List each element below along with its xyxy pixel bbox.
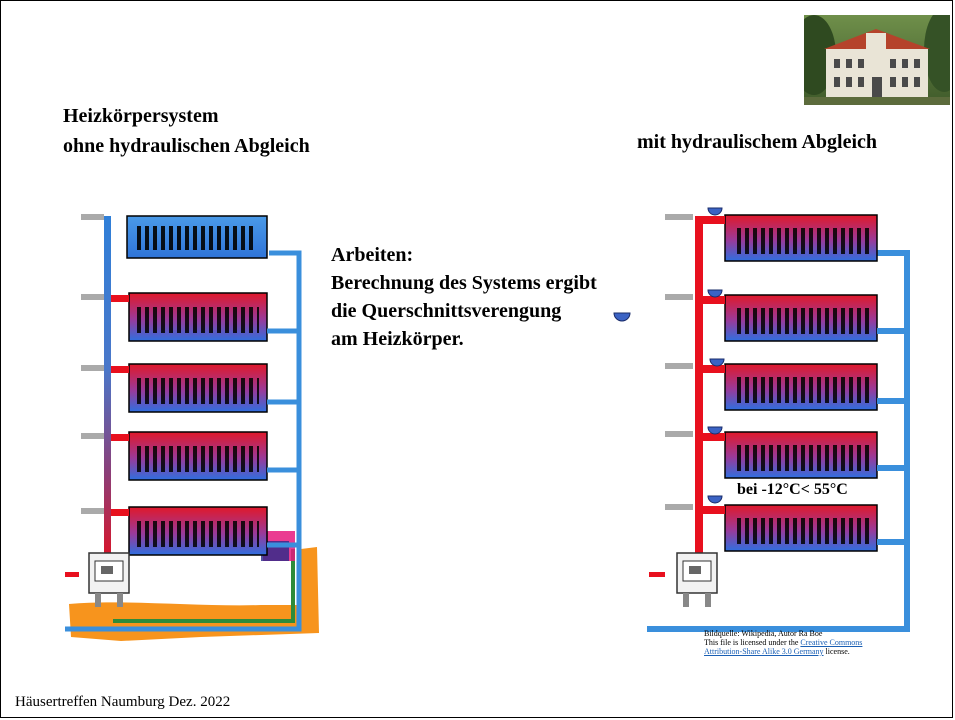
title-right: mit hydraulischem Abgleich xyxy=(637,131,878,153)
boiler-icon xyxy=(65,552,130,607)
valve-icon xyxy=(613,312,631,322)
radiator xyxy=(665,363,878,411)
creative-commons-link[interactable]: Creative Commons xyxy=(800,638,863,647)
credit-line1: Bildquelle: Wikipedia, Autor Ra Boe xyxy=(704,629,823,638)
radiator xyxy=(81,292,268,342)
radiator xyxy=(665,214,878,262)
valve-icon xyxy=(707,207,725,504)
left-system xyxy=(65,214,319,641)
work-line3: die Querschnittsverengung xyxy=(331,300,562,322)
radiator xyxy=(665,504,878,552)
license-link[interactable]: Attribution-Share Alike 3.0 Germany xyxy=(704,647,824,656)
orange-highlight xyxy=(69,547,319,641)
radiator xyxy=(81,431,268,481)
title-left: Heizkörpersystem ohne hydraulischen Abgl… xyxy=(63,101,310,161)
radiator xyxy=(665,294,878,342)
boiler-icon xyxy=(649,552,718,607)
footer: Häusertreffen Naumburg Dez. 2022 xyxy=(15,694,231,710)
house-photo xyxy=(792,8,952,105)
supply-riser-right xyxy=(695,216,703,556)
radiator xyxy=(81,363,268,413)
work-line2: Berechnung des Systems ergibt xyxy=(331,272,597,294)
title-left-line1: Heizkörpersystem xyxy=(63,105,219,127)
green-line xyxy=(113,549,295,623)
right-system xyxy=(647,207,910,632)
return-pipe xyxy=(65,250,302,632)
credit-prefix: This file is licensed under the xyxy=(704,638,799,647)
credit-suffix: license. xyxy=(825,647,850,656)
work-text: Arbeiten: Berechnung des Systems ergibt … xyxy=(331,241,597,353)
work-line4: am Heizkörper. xyxy=(331,328,464,350)
supply-riser xyxy=(104,216,111,556)
radiator xyxy=(665,431,878,479)
temperature-note: bei -12°C< 55°C xyxy=(737,481,848,498)
radiator xyxy=(81,506,268,556)
work-line1: Arbeiten: xyxy=(331,244,414,266)
radiator xyxy=(81,214,268,259)
title-left-line2: ohne hydraulischen Abgleich xyxy=(63,135,310,157)
return-pipe-right xyxy=(647,250,910,632)
image-credit: Bildquelle: Wikipedia, Autor Ra Boe This… xyxy=(704,629,884,656)
